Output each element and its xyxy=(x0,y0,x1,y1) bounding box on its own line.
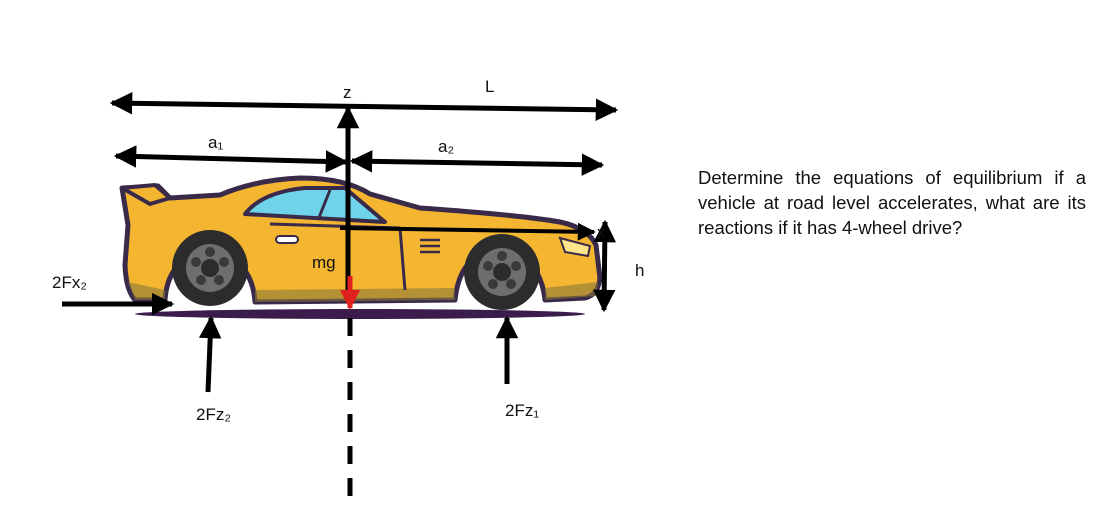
length-label: L xyxy=(485,77,494,96)
side-vent xyxy=(420,238,440,254)
window-pillar xyxy=(316,189,332,221)
car-illustration xyxy=(119,175,603,319)
a2-dimension-arrow xyxy=(349,150,605,176)
door-line-rear xyxy=(398,227,407,291)
rear-reaction-label: 2Fz₂ xyxy=(196,405,231,424)
rear-reaction-fz2-arrow xyxy=(198,315,222,393)
z-axis-label: z xyxy=(343,83,352,102)
traction-force-label: 2Fx₂ xyxy=(52,273,87,292)
weight-label: mg xyxy=(312,253,336,272)
height-label: h xyxy=(635,261,644,280)
door-handle xyxy=(275,235,299,244)
headlight xyxy=(558,236,592,258)
length-L-dimension-arrow xyxy=(109,92,619,121)
question-text: Determine the equations of equilibrium i… xyxy=(698,167,1086,238)
car-lower-trim xyxy=(128,282,598,302)
a1-label: a₁ xyxy=(208,133,223,152)
front-reaction-label: 2Fz₁ xyxy=(505,401,539,420)
rear-spoiler xyxy=(120,183,172,206)
a1-dimension-arrow xyxy=(113,145,349,173)
a2-label: a₂ xyxy=(438,137,454,156)
x-axis-arrow xyxy=(339,222,596,241)
x-axis-label: x xyxy=(597,223,606,242)
rear-wheel xyxy=(172,230,248,306)
height-h-dimension-arrow xyxy=(592,219,617,313)
front-wheel xyxy=(464,234,540,310)
car-ground-shadow xyxy=(135,309,585,319)
